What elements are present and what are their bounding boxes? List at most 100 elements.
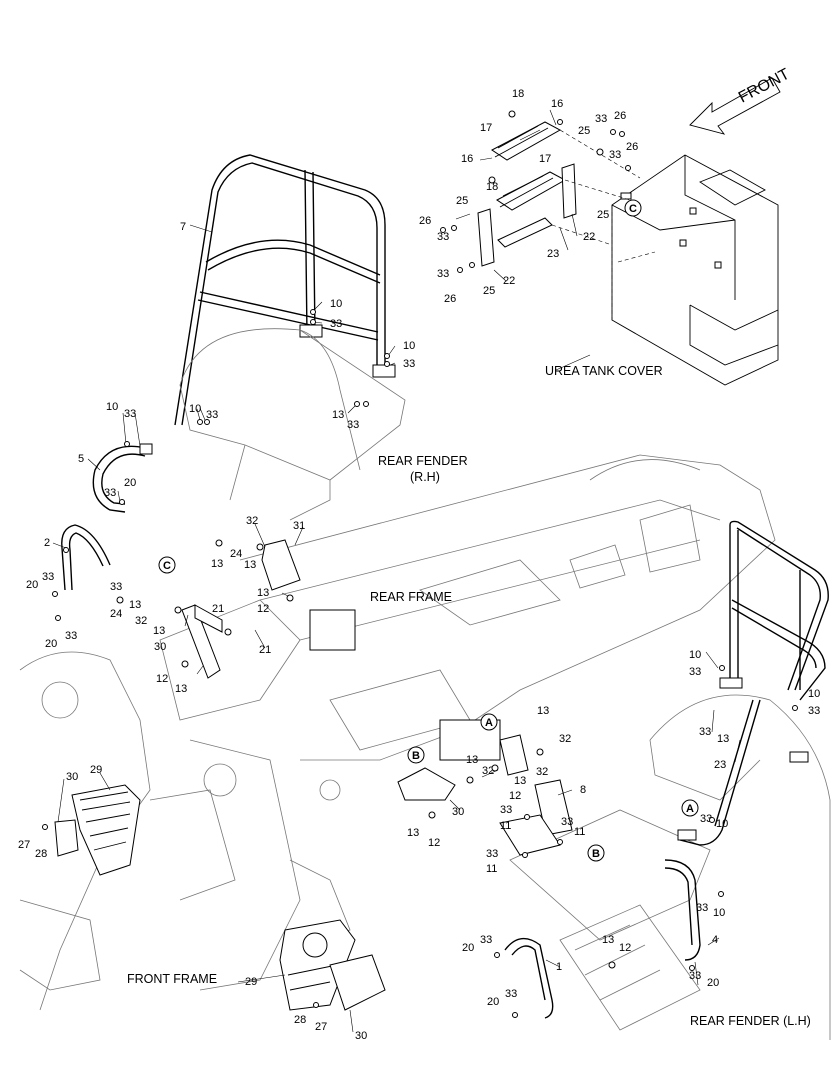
marker-b-circle: [587, 844, 605, 862]
callout-12: 20: [124, 477, 136, 489]
callout-33: 33: [595, 113, 607, 125]
callout-12: 20: [487, 996, 499, 1008]
detail-markers: C C A A B B: [158, 199, 699, 862]
callout-33: 33: [206, 409, 218, 421]
callout-32: 32: [246, 515, 258, 527]
callout-13: 12: [509, 790, 521, 802]
callout-5: 5: [78, 453, 84, 465]
callout-29: 29: [245, 976, 257, 988]
bracket-30-lh: [397, 767, 456, 801]
callout-8: 8: [580, 784, 586, 796]
callout-10: 10: [330, 298, 342, 310]
callout-14: 13: [175, 683, 187, 695]
rear-fender-lh: [509, 694, 831, 1040]
label-rear-frame: REAR FRAME: [370, 590, 452, 604]
callout-30: 30: [452, 806, 464, 818]
bracket-30-rh: [181, 604, 223, 679]
callout-27: 28: [294, 1014, 306, 1026]
callout-33: 33: [124, 408, 136, 420]
callout-23: 24: [230, 548, 242, 560]
callout-26: 27: [315, 1021, 327, 1033]
callout-19: 18: [486, 181, 498, 193]
callout-21: 22: [583, 231, 595, 243]
callout-17: 16: [551, 98, 563, 110]
callout-10: 10: [713, 907, 725, 919]
callout-33: 33: [437, 231, 449, 243]
handrail-7: [174, 154, 396, 426]
callout-33: 33: [808, 705, 820, 717]
callout-33: 33: [689, 970, 701, 982]
callout-33: 33: [699, 726, 711, 738]
callout-10: 10: [808, 688, 820, 700]
callout-33: 33: [110, 581, 122, 593]
callout-13: 12: [619, 942, 631, 954]
callout-21: 22: [503, 275, 515, 287]
label-rear-fender-rh-side: (R.H): [410, 470, 440, 484]
callout-14: 13: [211, 558, 223, 570]
callout-32: 32: [135, 615, 147, 627]
callout-16: 13: [717, 733, 729, 745]
callout-18: 17: [480, 122, 492, 134]
callout-17: 16: [461, 153, 473, 165]
callout-32: 32: [559, 733, 571, 745]
callout-23: 24: [110, 608, 122, 620]
callout-19: 18: [512, 88, 524, 100]
callout-33: 33: [500, 804, 512, 816]
callout-12: 20: [26, 579, 38, 591]
callout-29: 29: [90, 764, 102, 776]
callout-28: 30: [355, 1030, 367, 1042]
callout-33: 33: [42, 571, 54, 583]
handrail-6: [677, 520, 829, 846]
callout-24: 25: [456, 195, 468, 207]
marker-b-label: B: [412, 750, 420, 762]
front-frame: [19, 651, 351, 1011]
callout-33: 33: [330, 318, 342, 330]
callout-32: 32: [482, 765, 494, 777]
callout-14: 13: [466, 754, 478, 766]
callout-33: 33: [700, 813, 712, 825]
callout-20: 21: [259, 644, 271, 656]
callout-28: 30: [66, 771, 78, 783]
marker-b-circle: [407, 746, 425, 764]
callout-33: 33: [403, 358, 415, 370]
callout-26: 27: [18, 839, 30, 851]
callout-1: 1: [556, 961, 562, 973]
mudguard-29-rh: [71, 784, 141, 876]
bracket-31: [261, 539, 301, 591]
callout-22: 23: [547, 248, 559, 260]
callout-12: 20: [462, 942, 474, 954]
callout-14: 13: [244, 559, 256, 571]
callout-14: 13: [537, 705, 549, 717]
callout-4: 4: [712, 934, 718, 946]
callout-14: 13: [602, 934, 614, 946]
callout-6: 23: [714, 759, 726, 771]
callout-12: 20: [707, 977, 719, 989]
handrail-1: [504, 937, 554, 1019]
front-arrow: FRONT: [689, 66, 793, 135]
callout-18: 17: [539, 153, 551, 165]
rear-fender-rh: [179, 328, 406, 521]
mudguard-29-lh: [279, 919, 356, 1011]
callout-27: 28: [35, 848, 47, 860]
callout-33: 33: [505, 988, 517, 1000]
label-urea-tank-cover: UREA TANK COVER: [545, 364, 663, 378]
marker-a-circle: [681, 799, 699, 817]
callout-10: 10: [106, 401, 118, 413]
callout-11: 11: [486, 863, 497, 875]
bracket-a-detail: [499, 734, 529, 776]
callout-10: 10: [689, 649, 701, 661]
marker-c-circle: [158, 556, 176, 574]
mudguard-28-lh: [329, 954, 386, 1011]
callout-32: 32: [536, 766, 548, 778]
callout-10: 10: [403, 340, 415, 352]
callout-33: 33: [689, 666, 701, 678]
callout-33: 33: [561, 816, 573, 828]
callout-7: 7: [180, 221, 186, 233]
callout-16: 13: [332, 409, 344, 421]
mudguard-28-rh: [54, 819, 79, 857]
callout-10: 10: [189, 403, 201, 415]
label-rear-fender-lh: REAR FENDER (L.H): [690, 1014, 811, 1028]
callout-33: 33: [609, 149, 621, 161]
bracket-8: [499, 779, 573, 856]
